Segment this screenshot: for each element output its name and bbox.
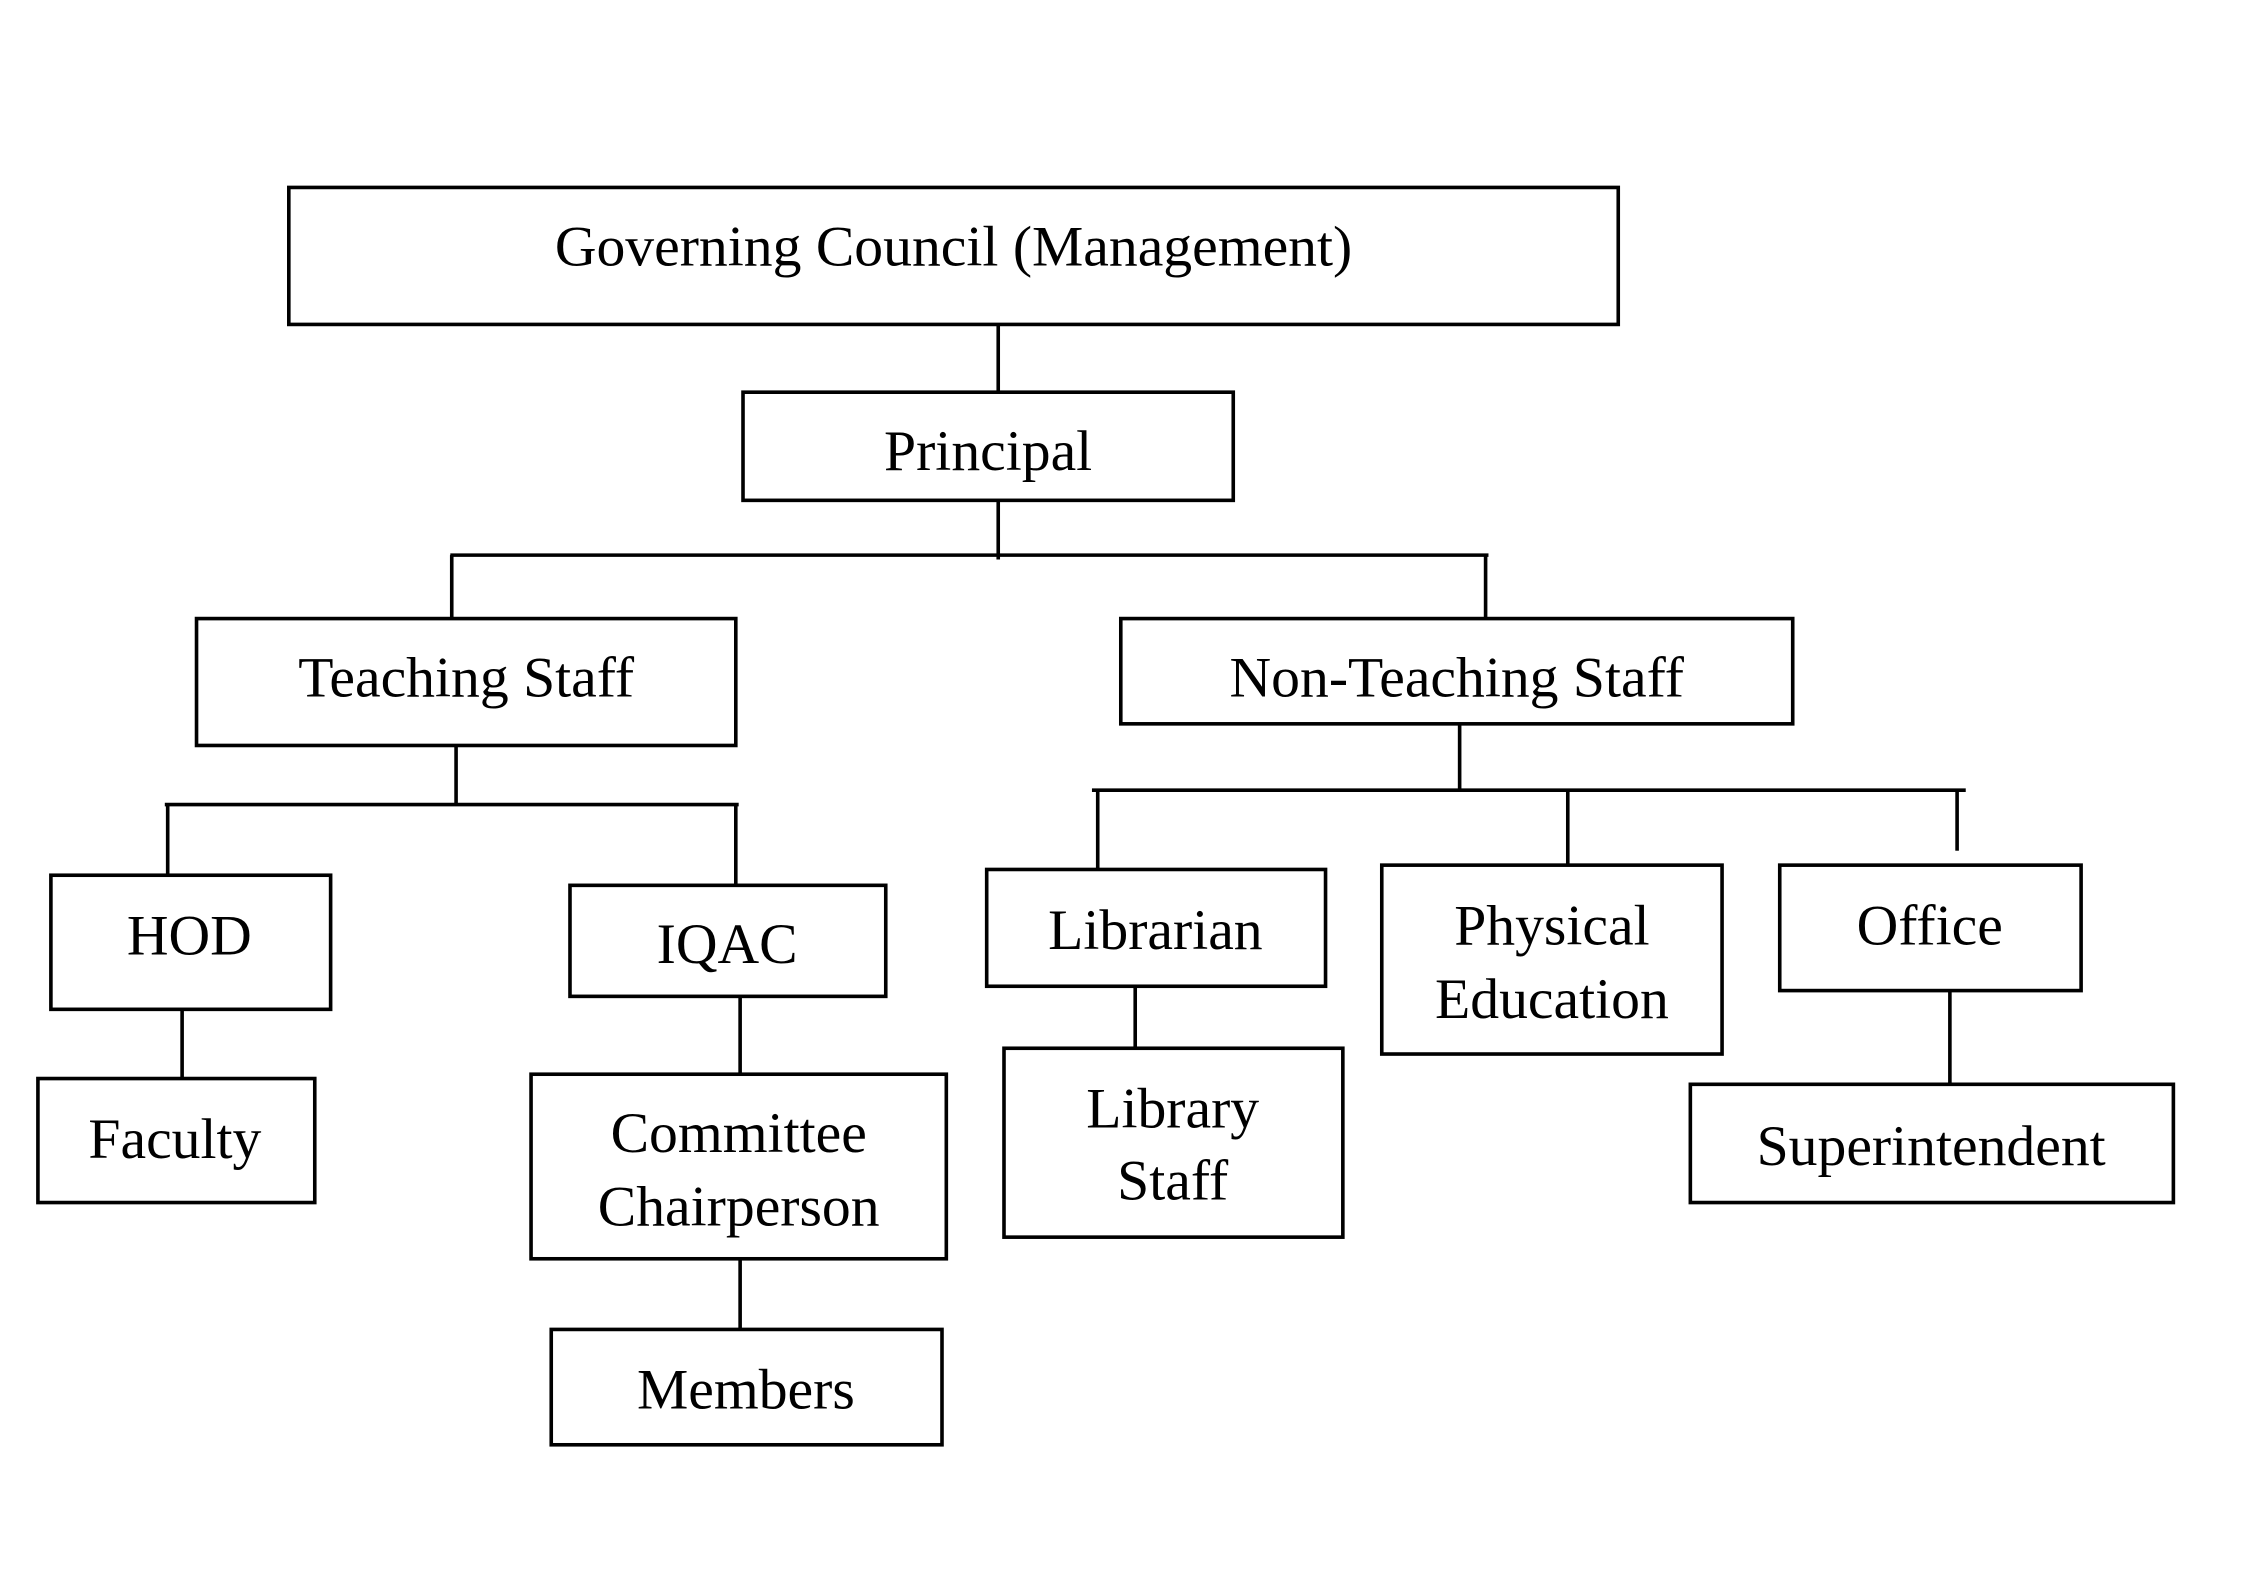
node-label: Faculty	[88, 1108, 261, 1171]
node-members: Members	[549, 1327, 944, 1447]
node-label-line2: Chairperson	[598, 1176, 880, 1239]
node-teaching-staff: Teaching Staff	[194, 616, 738, 748]
node-label-line1: Committee	[611, 1102, 867, 1165]
node-faculty: Faculty	[36, 1076, 317, 1205]
node-label: IQAC	[657, 913, 798, 976]
node-non-teaching-staff: Non-Teaching Staff	[1118, 616, 1795, 726]
node-governing-council: Governing Council (Management)	[287, 185, 1621, 327]
node-label: Teaching Staff	[298, 646, 635, 709]
node-librarian: Librarian	[984, 867, 1328, 989]
node-label: Superintendent	[1757, 1115, 2106, 1178]
node-label-line2: Education	[1435, 968, 1669, 1031]
node-library-staff: Library Staff	[1002, 1046, 1345, 1239]
node-iqac: IQAC	[568, 883, 888, 999]
node-label: Librarian	[1048, 899, 1263, 962]
node-label: Members	[637, 1359, 855, 1422]
node-superintendent: Superintendent	[1688, 1082, 2176, 1205]
node-principal: Principal	[741, 390, 1236, 503]
node-label-line1: Library	[1086, 1078, 1259, 1141]
node-physical-education: Physical Education	[1379, 863, 1724, 1056]
connectors	[164, 324, 1966, 1330]
node-label-line2: Staff	[1117, 1150, 1229, 1213]
node-label: Governing Council (Management)	[555, 215, 1352, 278]
node-label: HOD	[127, 905, 252, 968]
node-hod: HOD	[49, 873, 333, 1012]
node-office: Office	[1777, 863, 2083, 993]
node-label-line1: Physical	[1454, 894, 1649, 957]
node-label: Office	[1857, 894, 2003, 957]
node-label: Principal	[884, 420, 1092, 483]
node-label: Non-Teaching Staff	[1230, 646, 1685, 709]
node-committee-chairperson: Committee Chairperson	[529, 1072, 949, 1261]
